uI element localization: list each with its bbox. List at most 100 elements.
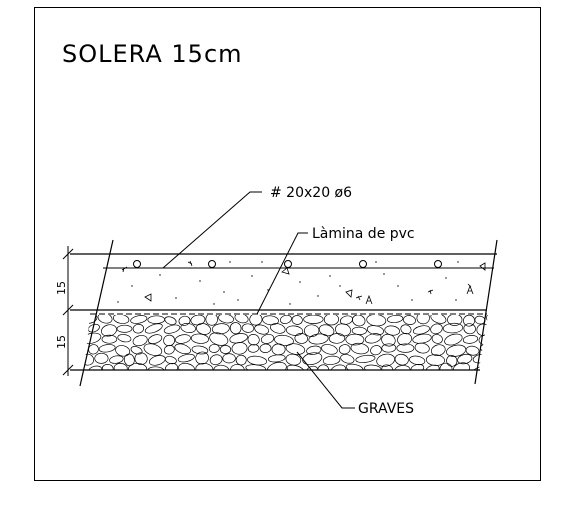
gravel-pebble: [218, 315, 234, 324]
concrete-dots: [117, 261, 459, 305]
gravel-pebble: [430, 323, 443, 335]
gravel-pebble: [340, 354, 355, 364]
gravel-pebble: [480, 344, 488, 355]
gravel-pebble: [366, 325, 385, 336]
gravel-pebble: [174, 334, 191, 344]
gravel-pebble: [87, 323, 100, 333]
gravel-pebble: [213, 364, 230, 370]
gravel-pebble: [366, 315, 387, 327]
gravel-pebble: [230, 364, 245, 370]
gravel-pebble: [355, 354, 376, 363]
gravel-pebble: [285, 343, 306, 355]
gravel-pebble: [487, 354, 488, 364]
gravel-pebble: [274, 334, 294, 346]
dimension-bottom-label: 15: [55, 335, 68, 349]
gravel-pebble: [294, 333, 308, 344]
gravel-pebble: [465, 345, 480, 356]
gravel-pebble: [102, 364, 114, 370]
gravel-pebble: [147, 334, 163, 344]
gravel-pebble: [143, 343, 163, 356]
gravel-pebble: [191, 345, 209, 355]
gravel-pebble: [381, 343, 397, 353]
gravel-pebble: [177, 353, 195, 363]
gravel-pebble: [247, 344, 260, 353]
gravel-pebble: [163, 324, 181, 334]
gravel-pebble: [98, 344, 116, 353]
gravel-pebble: [241, 323, 255, 333]
gravel-pebble: [381, 333, 396, 347]
gravel-pebble: [414, 342, 430, 354]
gravel-pebble: [259, 343, 272, 353]
gravel-pebble: [345, 333, 365, 346]
gravel-pebble: [147, 366, 165, 370]
gravel-pebble: [364, 364, 382, 370]
gravel-hatch: [84, 315, 509, 370]
gravel-leader: [296, 351, 355, 409]
dimension-line: [62, 246, 74, 376]
right-break-line: [474, 239, 498, 385]
gravel-pebble: [403, 315, 416, 325]
gravel-pebble: [410, 364, 425, 370]
gravel-pebble: [396, 343, 415, 353]
gravel-pebble: [350, 342, 369, 355]
gravel-pebble: [308, 333, 329, 345]
mesh-label: # 20x20 ø6: [270, 185, 352, 201]
gravel-pebble: [412, 325, 430, 335]
gravel-pebble: [88, 344, 99, 355]
gravel-pebble: [486, 315, 488, 325]
gravel-pebble: [190, 315, 206, 326]
gravel-pebble: [234, 315, 249, 324]
gravel-pebble: [446, 344, 467, 357]
gravel-pebble: [447, 315, 463, 326]
gravel-pebble: [322, 355, 341, 366]
gravel-pebble: [302, 352, 323, 366]
gravel-pebble: [180, 323, 196, 333]
gravel-pebble: [431, 334, 443, 344]
gravel-pebble: [178, 362, 196, 370]
gravel-pebble: [84, 353, 95, 366]
gravel-pebble: [345, 363, 364, 370]
gravel-pebble: [116, 324, 133, 333]
gravel-pebble: [267, 354, 286, 363]
gravel-pebble: [266, 361, 287, 370]
gravel-pebble: [128, 362, 148, 370]
gravel-pebble: [112, 315, 130, 324]
gravel-pebble: [113, 363, 128, 370]
gravel-pebble: [271, 343, 286, 356]
gravel-pebble: [328, 333, 346, 344]
drawing-frame: [34, 7, 541, 481]
gravel-pebble: [260, 334, 275, 344]
concrete-hatch: [121, 260, 486, 305]
gravel-pebble: [351, 326, 367, 335]
gravel-pebble: [208, 343, 220, 353]
rebar-circles: [133, 260, 442, 268]
gravel-pebble: [88, 365, 103, 370]
gravel-pebble: [376, 353, 396, 367]
gravel-pebble: [318, 324, 335, 337]
gravel-pebble: [130, 346, 143, 355]
gravel-pebble: [209, 354, 223, 366]
gravel-pebble: [386, 315, 404, 324]
gravel-pebble: [115, 345, 131, 357]
gravel-pebble: [291, 315, 303, 325]
gravel-pebble: [370, 345, 382, 356]
gravel-pebble: [270, 323, 286, 334]
gravel-pebble: [439, 362, 453, 370]
gravel-pebble: [462, 335, 479, 344]
drawing-title: SOLERA 15cm: [62, 40, 243, 68]
membrane-leader: [256, 232, 308, 315]
gravel-pebble: [364, 333, 382, 344]
gravel-pebble: [101, 334, 118, 344]
gravel-pebble: [247, 355, 268, 366]
gravel-pebble: [446, 355, 458, 367]
gravel-pebble: [279, 315, 292, 324]
gravel-pebble: [317, 364, 330, 370]
gravel-pebble: [352, 315, 366, 327]
gravel-pebble: [190, 333, 209, 344]
gravel-pebble: [164, 363, 178, 370]
gravel-pebble: [205, 315, 219, 326]
gravel-pebble: [491, 332, 509, 346]
gravel-pebble: [101, 324, 117, 337]
gravel-pebble: [394, 365, 411, 370]
